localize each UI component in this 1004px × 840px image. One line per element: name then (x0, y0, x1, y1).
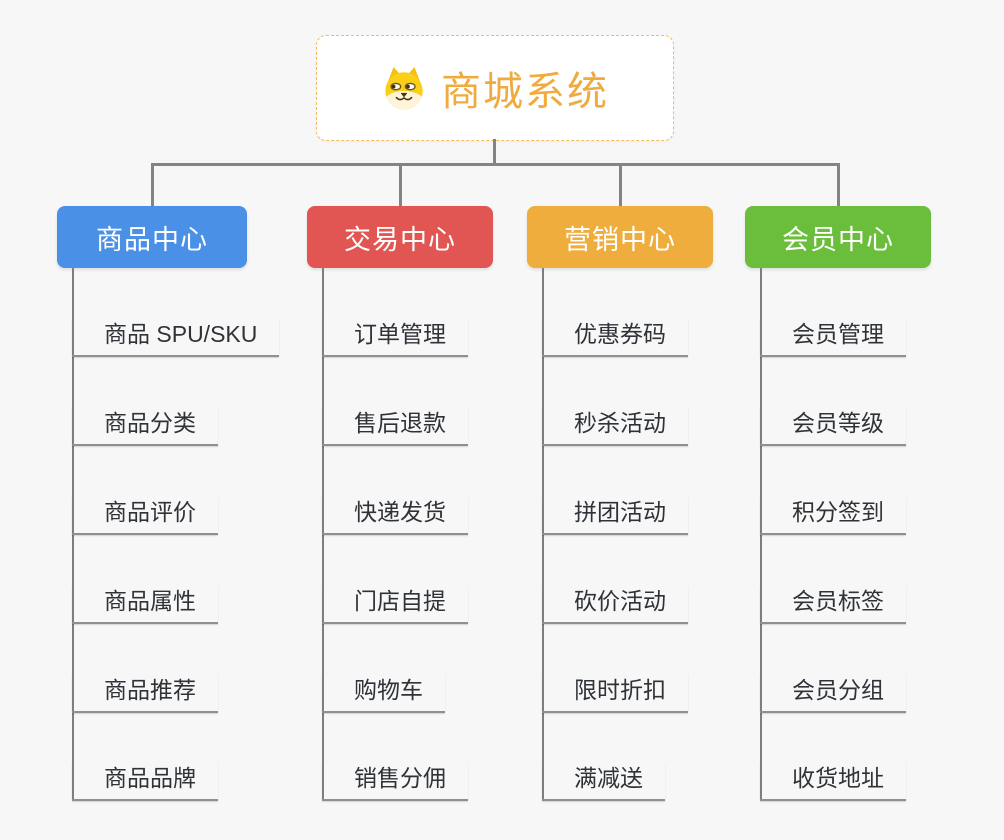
branch-node-1[interactable]: 交易中心 (307, 206, 493, 268)
dog-face-icon (381, 66, 427, 110)
connector-line (398, 163, 402, 206)
leaf-node[interactable]: 优惠券码 (542, 318, 688, 357)
leaf-node[interactable]: 收货地址 (760, 762, 906, 801)
branch-label: 交易中心 (344, 224, 456, 255)
leaf-node[interactable]: 购物车 (322, 674, 445, 713)
leaf-node[interactable]: 会员分组 (760, 674, 906, 713)
leaf-label: 商品品牌 (104, 765, 196, 791)
leaf-node[interactable]: 订单管理 (322, 318, 468, 357)
leaf-node[interactable]: 商品分类 (72, 407, 218, 446)
leaf-node[interactable]: 售后退款 (322, 407, 468, 446)
leaf-node[interactable]: 门店自提 (322, 585, 468, 624)
leaf-label: 售后退款 (354, 410, 446, 436)
connector-line (836, 163, 840, 206)
connector-line (492, 139, 496, 166)
leaf-label: 快递发货 (354, 499, 446, 525)
leaf-node[interactable]: 砍价活动 (542, 585, 688, 624)
leaf-node[interactable]: 会员等级 (760, 407, 906, 446)
leaf-label: 积分签到 (792, 499, 884, 525)
leaf-node[interactable]: 秒杀活动 (542, 407, 688, 446)
connector-line (150, 163, 154, 206)
leaf-label: 会员分组 (792, 677, 884, 703)
leaf-label: 商品分类 (104, 410, 196, 436)
leaf-label: 优惠券码 (574, 321, 666, 347)
branch-label: 商品中心 (96, 224, 208, 255)
leaf-node[interactable]: 满减送 (542, 762, 665, 801)
leaf-label: 商品评价 (104, 499, 196, 525)
leaf-node[interactable]: 会员标签 (760, 585, 906, 624)
branch-node-2[interactable]: 营销中心 (527, 206, 713, 268)
leaf-label: 限时折扣 (574, 677, 666, 703)
leaf-label: 购物车 (354, 677, 423, 703)
leaf-node[interactable]: 商品推荐 (72, 674, 218, 713)
leaf-node[interactable]: 会员管理 (760, 318, 906, 357)
leaf-node[interactable]: 商品 SPU/SKU (72, 318, 280, 357)
branch-node-3[interactable]: 会员中心 (745, 206, 931, 268)
leaf-node[interactable]: 拼团活动 (542, 496, 688, 535)
leaf-label: 商品属性 (104, 588, 196, 614)
branch-label: 会员中心 (782, 224, 894, 255)
leaf-label: 收货地址 (792, 765, 884, 791)
connector-line (618, 163, 622, 206)
leaf-node[interactable]: 快递发货 (322, 496, 468, 535)
root-node[interactable]: 商城系统 (316, 35, 674, 141)
leaf-node[interactable]: 积分签到 (760, 496, 906, 535)
leaf-label: 商品推荐 (104, 677, 196, 703)
leaf-label: 会员等级 (792, 410, 884, 436)
leaf-node[interactable]: 销售分佣 (322, 762, 468, 801)
leaf-label: 门店自提 (354, 588, 446, 614)
branch-node-0[interactable]: 商品中心 (57, 206, 247, 268)
leaf-node[interactable]: 商品品牌 (72, 762, 218, 801)
leaf-node[interactable]: 商品评价 (72, 496, 218, 535)
leaf-label: 会员管理 (792, 321, 884, 347)
leaf-label: 满减送 (574, 765, 643, 791)
branch-label: 营销中心 (564, 224, 676, 255)
leaf-label: 拼团活动 (574, 499, 666, 525)
leaf-label: 订单管理 (354, 321, 446, 347)
leaf-label: 销售分佣 (354, 765, 446, 791)
leaf-node[interactable]: 限时折扣 (542, 674, 688, 713)
leaf-label: 会员标签 (792, 588, 884, 614)
leaf-label: 砍价活动 (574, 588, 666, 614)
leaf-label: 商品 SPU/SKU (104, 321, 258, 347)
connector-line (150, 163, 840, 166)
leaf-node[interactable]: 商品属性 (72, 585, 218, 624)
root-label: 商城系统 (441, 70, 609, 114)
leaf-label: 秒杀活动 (574, 410, 666, 436)
